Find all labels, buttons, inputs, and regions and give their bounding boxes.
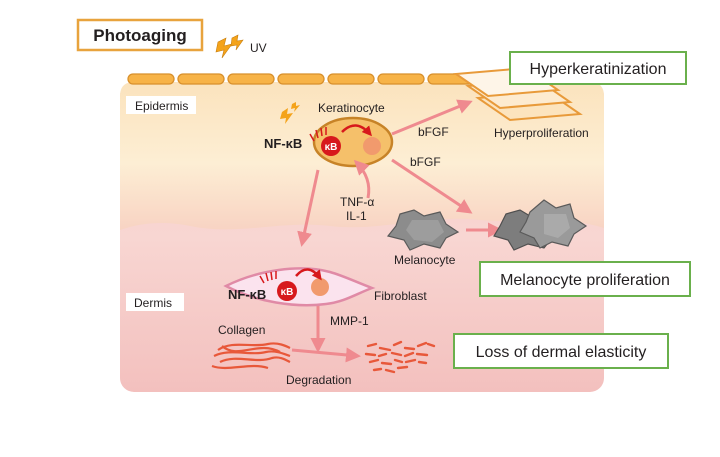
fibroblast-cell: κB [223, 267, 376, 307]
fibroblast-label: Fibroblast [374, 289, 427, 303]
svg-text:Loss of dermal elasticity: Loss of dermal elasticity [476, 344, 647, 361]
svg-text:κB: κB [281, 287, 294, 298]
svg-text:Hyperkeratinization: Hyperkeratinization [530, 61, 667, 78]
receptor-icon [309, 127, 327, 142]
keratinocyte-label: Keratinocyte [318, 101, 385, 115]
melanocyte-cluster [493, 199, 588, 251]
hyperproliferation-label: Hyperproliferation [494, 126, 589, 140]
title-box: Photoaging [76, 18, 204, 52]
keratinocyte-cell: κB [309, 116, 394, 168]
collagen-fibers [211, 342, 291, 370]
bfgf-label-1: bFGF [418, 125, 449, 139]
nfkb-protein-fibroblast-icon [277, 281, 297, 301]
il1-label: IL-1 [346, 209, 367, 223]
epidermis-label-bg [126, 96, 196, 114]
hyperproliferation-plates [453, 66, 583, 122]
outcome-hyperkeratinization: Hyperkeratinization [509, 51, 687, 85]
collagen-label: Collagen [218, 323, 265, 337]
degraded-collagen [364, 340, 436, 374]
svg-text:Melanocyte proliferation: Melanocyte proliferation [500, 272, 670, 289]
degradation-label: Degradation [286, 373, 351, 387]
outcome-melanocyte-proliferation: Melanocyte proliferation [479, 261, 691, 297]
mmp1-label: MMP-1 [330, 314, 369, 328]
receptor-fibroblast-icon [259, 271, 277, 284]
outcome-loss-elasticity: Loss of dermal elasticity [453, 333, 669, 369]
uv-lightning-small-icon [280, 102, 300, 124]
translocation-arrow-fibroblast [295, 268, 322, 281]
dermis-label: Dermis [134, 296, 172, 310]
tnf-label: TNF-α [340, 195, 374, 209]
epidermis-label: Epidermis [135, 99, 188, 113]
melanocyte-label: Melanocyte [394, 253, 456, 267]
translocation-arrow [341, 124, 372, 137]
svg-text:κB: κB [325, 142, 338, 153]
dermis-label-bg [126, 293, 184, 311]
nfkb-protein-icon [321, 136, 341, 156]
page-title: Photoaging [93, 26, 186, 45]
uv-label: UV [250, 41, 267, 55]
melanocyte-cell [386, 209, 460, 251]
nfkb-bottom-label: NF-κB [228, 287, 266, 302]
uv-lightning-icon [215, 34, 244, 59]
arrows-epidermis [291, 99, 503, 363]
bfgf-label-2: bFGF [410, 155, 441, 169]
nfkb-top-label: NF-κB [264, 136, 302, 151]
